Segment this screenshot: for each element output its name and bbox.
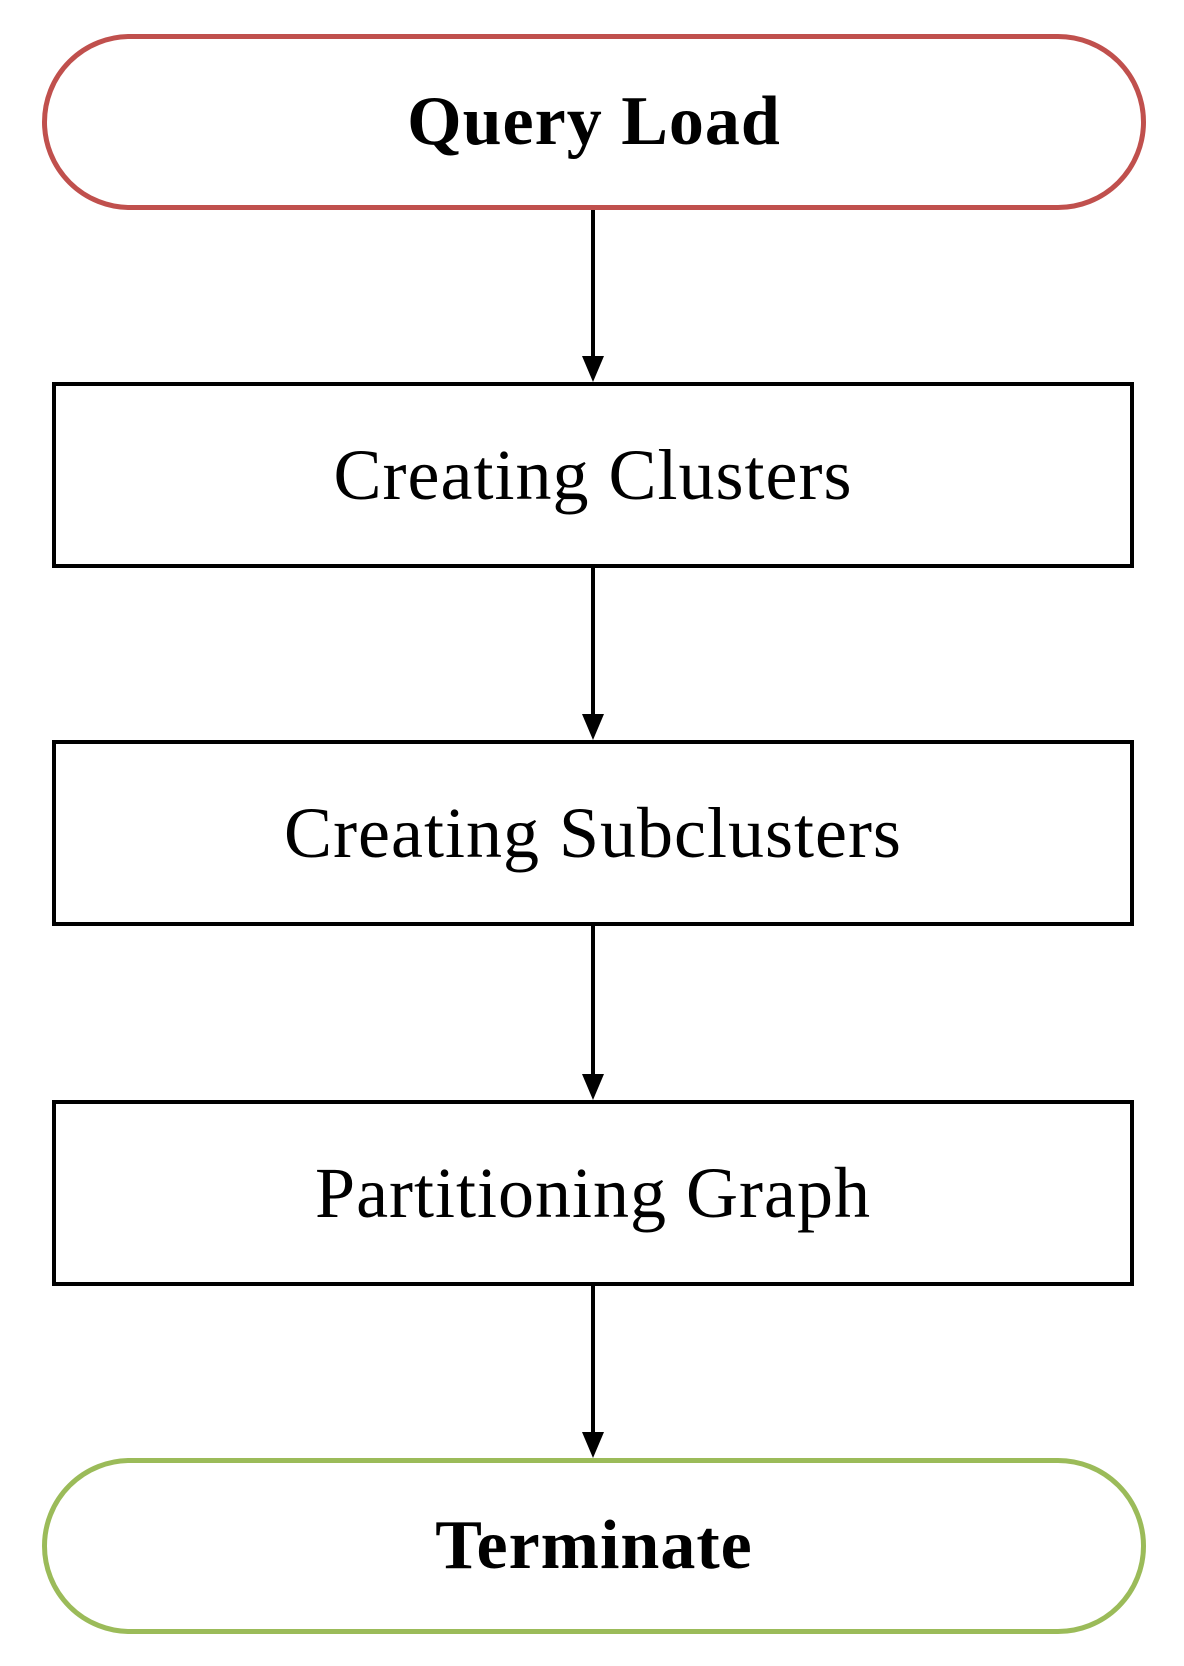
process-creating-clusters-label: Creating Clusters [333,434,853,515]
process-creating-clusters: Creating Clusters [52,382,1134,568]
arrow-subclusters-to-partition-head [582,1074,604,1100]
arrow-partition-to-end-head [582,1432,604,1458]
end-terminal-label: Terminate [435,1507,753,1584]
process-partitioning-graph-label: Partitioning Graph [315,1152,871,1233]
process-partitioning-graph: Partitioning Graph [52,1100,1134,1286]
end-terminal-terminate: Terminate [42,1458,1146,1634]
arrow-clusters-to-subclusters-head [582,714,604,740]
arrow-start-to-clusters-head [582,356,604,382]
start-terminal-label: Query Load [407,83,781,160]
start-terminal-query-load: Query Load [42,34,1146,210]
process-creating-subclusters: Creating Subclusters [52,740,1134,926]
process-creating-subclusters-label: Creating Subclusters [284,792,902,873]
